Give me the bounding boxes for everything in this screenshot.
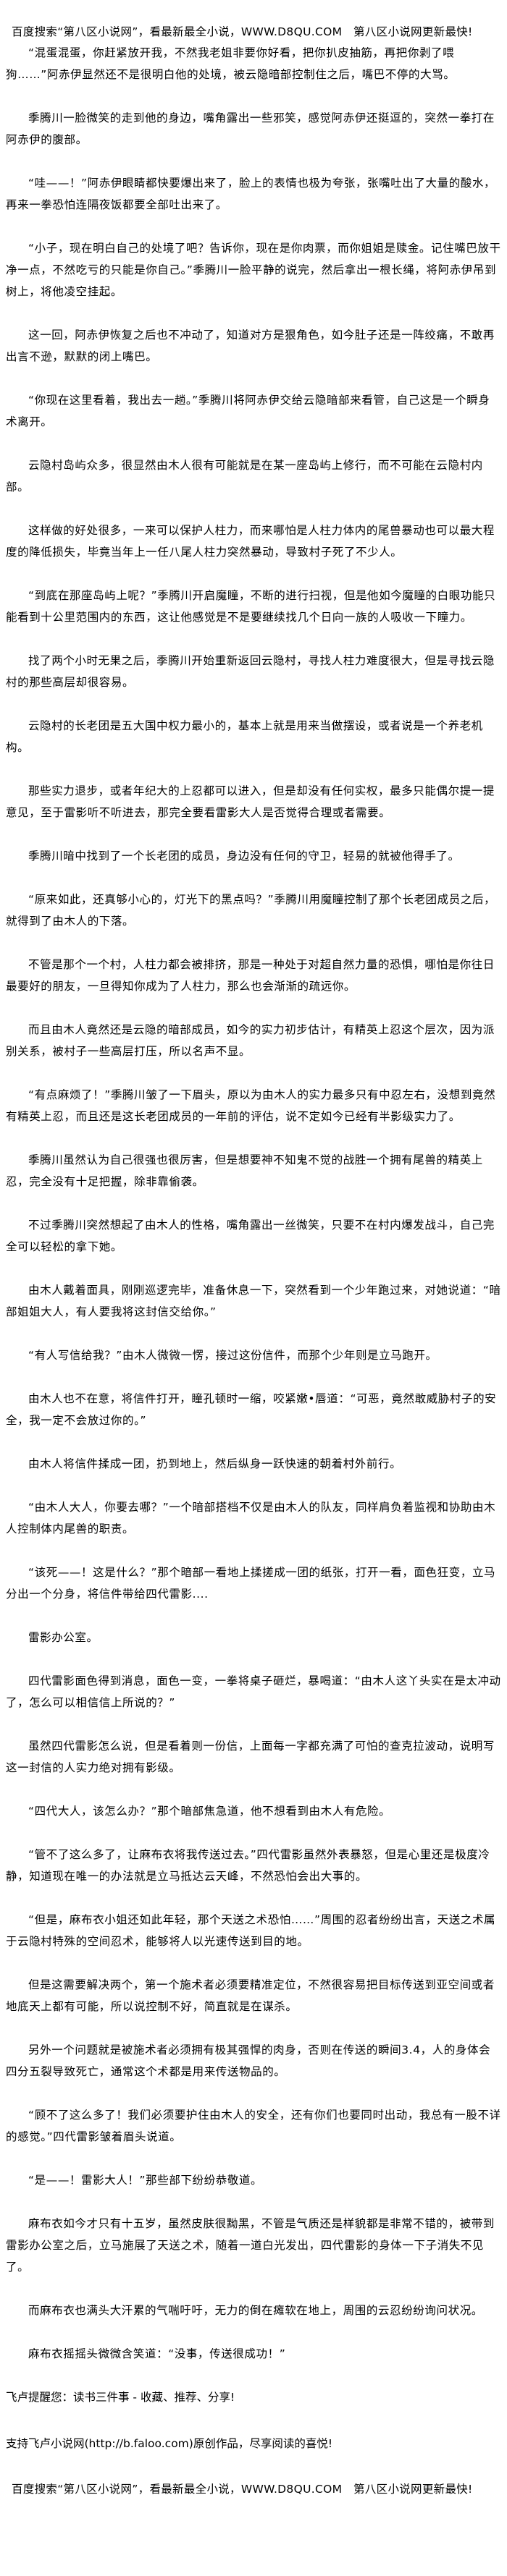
- paragraph: 由木人也不在意，将信件打开，瞳孔顿时一缩，咬紧嫩•唇道：“可恶，竟然敢威胁村子的…: [6, 1392, 497, 1427]
- paragraph: 不管是那个一个村，人柱力都会被排挤，那是一种处于对超自然力量的恐惧，哪怕是你往日…: [6, 958, 495, 993]
- paragraph: 找了两个小时无果之后，季腾川开始重新返回云隐村，寻找人柱力难度很大，但是寻找云隐…: [6, 654, 495, 689]
- paragraph: 云隐村的长老团是五大国中权力最小的，基本上就是用来当做摆设，或者说是一个养老机构…: [6, 719, 483, 754]
- paragraph: “是——！雷影大人！”那些部下纷纷恭敬道。: [28, 2174, 263, 2187]
- paragraph: 四代雷影面色得到消息，面色一变，一拳将桌子砸烂，暴喝道：“由木人这丫头实在是太冲…: [6, 1674, 501, 1709]
- paragraph: 由木人戴着面具，刚刚巡逻完毕，准备休息一下，突然看到一个少年跑过来，对她说道：“…: [6, 1284, 501, 1318]
- paragraph: 而且由木人竟然还是云隐的暗部成员，如今的实力初步估计，有精英上忍这个层次，因为派…: [6, 1023, 495, 1058]
- paragraph: “四代大人，该怎么办？”那个暗部焦急道，他不想看到由木人有危险。: [28, 1805, 391, 1818]
- paragraph: 季腾川暗中找到了一个长老团的成员，身边没有任何的守卫，轻易的就被他得手了。: [28, 850, 460, 863]
- paragraph: “到底在那座岛屿上呢？”季腾川开启魔瞳，不断的进行扫视，但是他如今魔瞳的白眼功能…: [6, 589, 496, 624]
- paragraph: “由木人大人，你要去哪？”一个暗部搭档不仅是由木人的队友，同样肩负着监视和协助由…: [6, 1501, 496, 1535]
- header-ad-text: 百度搜索“第八区小说网”，看最新最全小说，WWW.D8QU.COM 第八区小说网…: [12, 25, 473, 38]
- paragraph: 麻布衣摇摇头微微含笑道：“没事，传送很成功！”: [28, 2347, 286, 2360]
- paragraph: “但是，麻布衣小姐还如此年轻，那个天送之术恐怕……”周围的忍者纷纷出言，天送之术…: [6, 1913, 496, 1948]
- chapter-body: “混蛋混蛋，你赶紧放开我，不然我老姐非要你好看，把你扒皮抽筋，再把你剥了喂狗………: [6, 42, 501, 2365]
- paragraph: “你现在这里看着，我出去一趟。”季腾川将阿赤伊交给云隐暗部来看管，自己这是一个瞬…: [6, 394, 490, 428]
- paragraph: “管不了这么多了，让麻布衣将我传送过去。”四代雷影虽然外表暴怒，但是心里还是极度…: [6, 1848, 490, 1883]
- paragraph: 季腾川一脸微笑的走到他的身边，嘴角露出一些邪笑，感觉阿赤伊还挺逗的，突然一拳打在…: [6, 111, 495, 146]
- paragraph: 季腾川虽然认为自己很强也很厉害，但是想要神不知鬼不觉的战胜一个拥有尾兽的精英上忍…: [6, 1153, 483, 1188]
- paragraph: “有人写信给我？”由木人微微一愣，接过这份信件，而那个少年则是立马跑开。: [28, 1349, 437, 1362]
- footer-reminder: 飞卢提醒您：读书三件事 - 收藏、推荐、分享!: [6, 2391, 235, 2404]
- paragraph: 虽然四代雷影怎么说，但是看着则一份信，上面每一字都充满了可怕的查克拉波动，说明写…: [6, 1740, 495, 1774]
- paragraph: 麻布衣如今才只有十五岁，虽然皮肤很黝黑，不管是气质还是样貌都是非常不错的，被带到…: [6, 2217, 495, 2274]
- paragraph: “哇——！”阿赤伊眼睛都快要爆出来了，脸上的表情也极为夸张，张嘴吐出了大量的酸水…: [6, 177, 496, 211]
- paragraph: 雷影办公室。: [28, 1631, 99, 1644]
- paragraph: 但是这需要解决两个，第一个施术者必须要精准定位，不然很容易把目标传送到亚空间或者…: [6, 1978, 495, 2013]
- paragraph: 那些实力退步，或者年纪大的上忍都可以进入，但是却没有任何实权，最多只能偶尔提一提…: [6, 784, 495, 819]
- footer-support-text: 支持飞卢小说网(http://b.faloo.com)原创作品，尽享阅读的喜悦!: [6, 2437, 333, 2450]
- paragraph: “混蛋混蛋，你赶紧放开我，不然我老姐非要你好看，把你扒皮抽筋，再把你剥了喂狗………: [6, 46, 456, 81]
- paragraph: 而麻布衣也满头大汗累的气喘吁吁，无力的倒在瘫软在地上，周围的云忍纷纷询问状况。: [28, 2304, 483, 2317]
- paragraph: “原来如此，还真够小心的，灯光下的黑点吗？”季腾川用魔瞳控制了那个长老团成员之后…: [6, 893, 496, 928]
- footer-ad-text: 百度搜索“第八区小说网”，看最新最全小说，WWW.D8QU.COM 第八区小说网…: [12, 2483, 473, 2496]
- paragraph: “小子，现在明白自己的处境了吧？告诉你，现在是你肉票，而你姐姐是赎金。记住嘴巴放…: [6, 242, 501, 298]
- paragraph: 由木人将信件揉成一团，扔到地上，然后纵身一跃快速的朝着村外前行。: [28, 1457, 402, 1470]
- paragraph: 云隐村岛屿众多，很显然由木人很有可能就是在某一座岛屿上修行，而不可能在云隐村内部…: [6, 459, 483, 493]
- paragraph: “顾不了这么多了！我们必须要护住由木人的安全，还有你们也要同时出动，我总有一股不…: [6, 2109, 501, 2143]
- paragraph: 另外一个问题就是被施术者必须拥有极其强悍的肉身，否则在传送的瞬间3.4，人的身体…: [6, 2043, 491, 2078]
- paragraph: “该死——！这是什么？”那个暗部一看地上揉搓成一团的纸张，打开一看，面色狂变，立…: [6, 1566, 496, 1601]
- paragraph: 不过季腾川突然想起了由木人的性格，嘴角露出一丝微笑，只要不在村内爆发战斗，自己完…: [6, 1219, 495, 1253]
- paragraph: 这样做的好处很多，一来可以保护人柱力，而来哪怕是人柱力体内的尾兽暴动也可以最大程…: [6, 524, 495, 559]
- paragraph: 这一回，阿赤伊恢复之后也不冲动了，知道对方是狠角色，如今肚子还是一阵绞痛，不敢再…: [6, 329, 495, 363]
- paragraph: “有点麻烦了！”季腾川皱了一下眉头，原以为由木人的实力最多只有中忍左右，没想到竟…: [6, 1088, 496, 1123]
- chapter-page: 百度搜索“第八区小说网”，看最新最全小说，WWW.D8QU.COM 第八区小说网…: [6, 25, 501, 2496]
